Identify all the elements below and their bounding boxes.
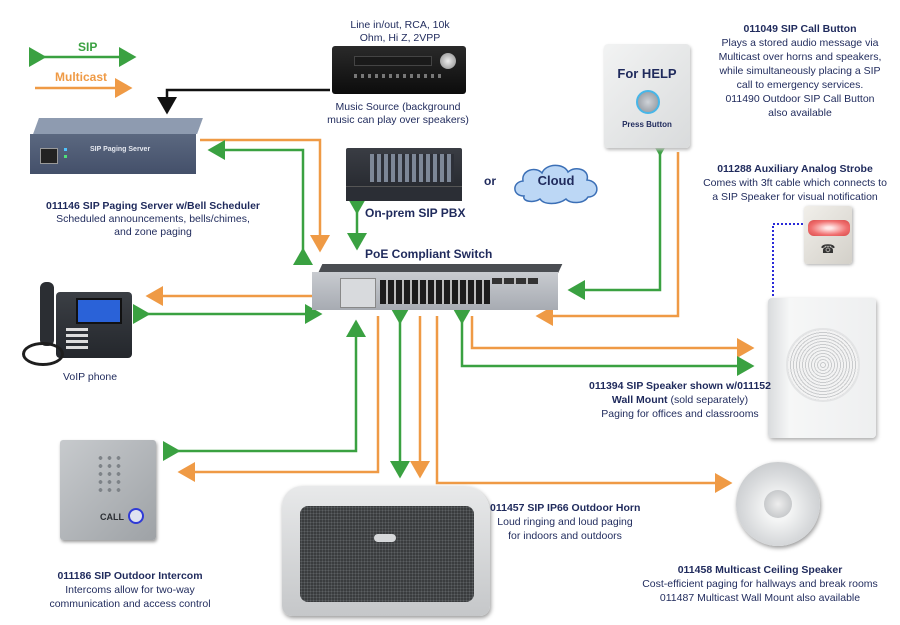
sip-speaker-title: 011394 SIP Speaker shown w/011152 [589,380,771,392]
voip-phone-device [20,278,132,366]
ceiling-speaker-title: 011458 Multicast Ceiling Speaker [677,564,843,576]
audio-link-line [157,88,330,115]
paging-server-desc-line1: Scheduled announcements, bells/chimes, [56,213,250,225]
status-led-icon [64,148,67,151]
intercom-multicast-line [177,316,380,482]
strobe-title: 011288 Auxiliary Analog Strobe [717,163,873,175]
legend-multicast-label: Multicast [55,70,108,84]
switch-ports [380,280,490,304]
call-button-desc-5: also available [768,107,832,119]
sip-speaker-title2: Wall Mount (sold separately) [580,393,780,407]
strobe-desc-line2: a SIP Speaker for visual notification [712,191,878,203]
paging-server-title: 011146 SIP Paging Server w/Bell Schedule… [45,200,260,212]
call-button-device-line1: For HELP [617,66,677,81]
paging-server-desc-line2: and zone paging [114,226,192,238]
strobe-device: ☎ [804,206,852,264]
call-button-desc-1: Multicast over horns and speakers, [718,51,882,63]
call-button-multicast-line [535,152,680,326]
sip-speaker-sold-separately: (sold separately) [667,394,749,406]
intercom-title: 011186 SIP Outdoor Intercom [57,570,203,582]
sip-speaker-device [768,298,876,438]
horn-grille [300,506,474,602]
ceiling-speaker-center [764,490,792,518]
call-button-desc-2: while simultaneously placing a SIP [719,65,881,77]
music-source-spec-line1: Line in/out, RCA, 10k [350,19,450,31]
intercom-desc-line1: Intercoms allow for two-way [65,584,195,596]
call-button-desc-3: call to emergency services. [736,79,864,91]
phone-cord [22,342,64,366]
call-button-title: 011049 SIP Call Button [743,23,857,35]
or-label: or [484,174,496,188]
phone-symbol-icon: ☎ [820,242,836,256]
ceiling-speaker-multicast-line [435,316,733,493]
music-source-receiver [332,46,466,94]
phone-screen [76,298,122,324]
strobe-light [808,220,850,236]
strobe-desc-line1: Comes with 3ft cable which connects to [703,177,887,189]
horn-desc-line1: Loud ringing and loud paging [497,516,633,528]
sip-speaker-wall-mount: Wall Mount [611,394,668,406]
paging-led-icon [64,155,67,158]
ceiling-speaker-desc-line2: 011487 Multicast Wall Mount also availab… [659,592,861,604]
legend-sip-label: SIP [78,40,98,54]
intercom-device-label: CALL [100,512,124,522]
ceiling-speaker-device [736,456,820,554]
intercom-call-button [128,508,144,524]
call-button-desc-4: 011490 Outdoor SIP Call Button [725,93,875,105]
switch-uplinks [492,278,538,284]
paging-server-device-label: SIP Paging Server [90,146,151,153]
receiver-buttons [354,74,444,78]
horn-title: 011457 SIP IP66 Outdoor Horn [490,502,641,514]
intercom-grille [96,454,124,492]
intercom-device: CALL [60,440,156,540]
switch-module [340,278,376,308]
music-source-spec-line2: Ohm, Hi Z, 2VPP [359,32,441,44]
switch-title: PoE Compliant Switch [365,247,493,261]
ceiling-speaker-desc-line1: Cost-efficient paging for hallways and b… [642,578,878,590]
ethernet-port [40,148,58,164]
cloud-label: Cloud [537,173,575,188]
call-button-device: For HELP Press Button [604,44,690,148]
sip-speaker-desc: Paging for offices and classrooms [601,408,759,420]
phone-base [56,292,132,358]
help-push-button [636,90,660,114]
pbx-ports [370,154,454,182]
intercom-desc-line2: communication and access control [49,598,211,610]
speaker-grille [786,328,860,402]
call-button-desc-0: Plays a stored audio message via [721,37,879,49]
paging-server-top [33,118,203,134]
intercom-sip-line [163,319,366,461]
music-source-caption-line1: Music Source (background [335,101,461,113]
horn-badge [374,534,396,542]
cloud-shape: Cloud [508,160,604,206]
voip-phone-title: VoIP phone [62,371,118,383]
pbx-base [346,186,462,201]
paging-server-device: SIP Paging Server [30,118,203,180]
strobe-cable-line [772,223,803,302]
poe-switch-device [312,264,563,312]
call-button-device-line2: Press Button [622,120,672,129]
receiver-knob [440,53,456,69]
music-source-caption-line2: music can play over speakers) [327,114,469,126]
sip-speaker-sip-line [452,307,755,376]
pbx-device [346,148,462,201]
phone-keypad [66,328,88,352]
phone-handset [40,282,54,346]
paging-server-front: SIP Paging Server [30,134,196,174]
paging-server-sip-line [207,140,313,265]
horn-desc-line2: for indoors and outdoors [508,530,622,542]
switch-front [312,272,558,310]
call-button-sip-line [567,139,670,300]
horn-device [282,486,490,616]
cloud-icon [514,164,598,205]
receiver-display [354,56,432,66]
pbx-title: On-prem SIP PBX [365,206,466,220]
sip-speaker-multicast-line [470,316,755,358]
